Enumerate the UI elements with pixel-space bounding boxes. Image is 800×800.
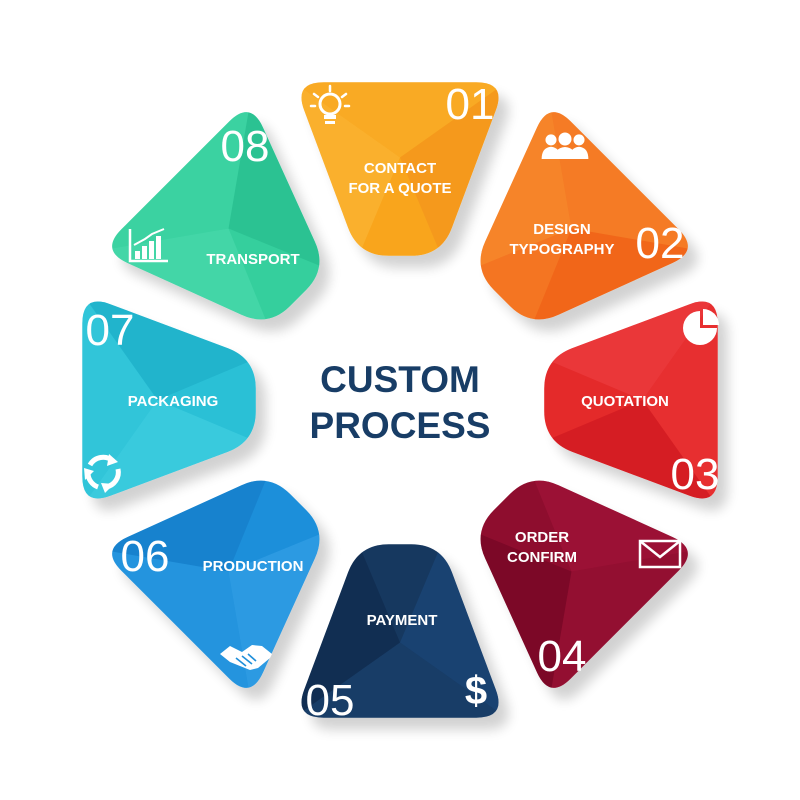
people-icon xyxy=(541,132,589,159)
pie-chart-icon xyxy=(683,309,719,345)
step-number: 02 xyxy=(636,219,685,268)
center-title: CUSTOM PROCESS xyxy=(310,359,491,446)
process-step-04: 04 ORDER CONFIRM xyxy=(480,480,688,688)
segment-facets xyxy=(82,301,256,499)
segment-facets xyxy=(544,301,718,499)
bar-chart-icon xyxy=(128,228,168,263)
svg-text:$: $ xyxy=(465,669,487,713)
lightbulb-icon xyxy=(309,84,351,124)
step-number: 07 xyxy=(86,306,135,355)
step-number: 08 xyxy=(221,122,270,171)
step-label: ORDER xyxy=(515,529,569,546)
process-step-03: 03 QUOTATION xyxy=(544,301,720,499)
title-line-2: PROCESS xyxy=(310,405,491,446)
step-number: 04 xyxy=(538,632,587,681)
segment-facets xyxy=(301,544,499,718)
process-step-05: 05 PAYMENT $ xyxy=(301,544,499,725)
step-label: CONFIRM xyxy=(507,549,577,566)
step-label: FOR A QUOTE xyxy=(348,180,451,197)
step-number: 05 xyxy=(306,676,355,725)
title-line-1: CUSTOM xyxy=(320,359,480,400)
handshake-icon xyxy=(220,645,272,670)
step-label: PACKAGING xyxy=(128,393,219,410)
segment-facets xyxy=(301,82,499,256)
recycle-icon xyxy=(84,454,121,493)
step-label: CONTACT xyxy=(364,160,436,177)
step-number: 06 xyxy=(121,532,170,581)
envelope-icon xyxy=(638,539,682,569)
segment-facets xyxy=(480,480,688,688)
step-label: PAYMENT xyxy=(367,612,438,629)
step-label: QUOTATION xyxy=(581,393,669,410)
step-label: TYPOGRAPHY xyxy=(509,241,614,258)
process-step-02: 02 DESIGN TYPOGRAPHY xyxy=(480,112,688,320)
step-label: TRANSPORT xyxy=(206,251,299,268)
step-number: 03 xyxy=(671,450,720,499)
step-number: 01 xyxy=(446,80,495,129)
dollar-icon: $ xyxy=(465,669,487,713)
step-label: PRODUCTION xyxy=(203,558,304,575)
step-label: DESIGN xyxy=(533,221,591,238)
